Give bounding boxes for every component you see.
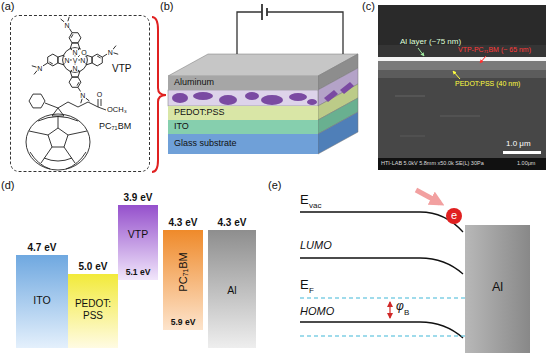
panel-label: (a) bbox=[1, 1, 14, 12]
layer-name: PEDOT:PSS bbox=[174, 108, 225, 118]
sem-image bbox=[378, 5, 546, 170]
layer: PEDOT:PSS bbox=[168, 106, 318, 120]
energy-value: 5.9 eV bbox=[163, 318, 203, 327]
material-name: Al bbox=[208, 285, 256, 297]
sem-info: 1.00μm bbox=[517, 161, 535, 167]
atom-label: O bbox=[81, 49, 87, 56]
bracket bbox=[152, 17, 166, 172]
energy-value: 5.1 eV bbox=[118, 268, 158, 277]
atom-label: V bbox=[72, 57, 78, 64]
material-name: VTP bbox=[118, 229, 158, 240]
battery-symbol bbox=[262, 4, 267, 20]
level-subscript: F bbox=[309, 287, 314, 295]
layer: ITO bbox=[168, 120, 318, 134]
scale-bar-label: 1.0 μm bbox=[506, 140, 531, 148]
band-diagram bbox=[300, 190, 465, 338]
layer-name: Glass substrate bbox=[174, 139, 237, 149]
energy-value: 4.7 eV bbox=[4, 242, 80, 253]
material-name: PEDOT: PSS bbox=[70, 298, 116, 321]
energy-bar: 4.3 eVPC₇₁BM5.9 eV bbox=[163, 230, 203, 330]
energy-bar: 3.9 eVVTP5.1 eV bbox=[118, 205, 158, 280]
panel-label: (e) bbox=[268, 180, 281, 191]
barrier-symbol: φ bbox=[396, 300, 404, 312]
panel-label: (b) bbox=[160, 1, 173, 12]
level-symbol: E bbox=[300, 193, 309, 206]
energy-value: 3.9 eV bbox=[106, 192, 170, 203]
energy-value: 4.3 eV bbox=[196, 217, 268, 228]
sem-info: HTI-LAB 5.0kV 5.8mm x50.0k SE(L) 30Pa bbox=[381, 161, 484, 167]
material-name: ITO bbox=[16, 295, 68, 307]
atom-label: N bbox=[64, 21, 70, 28]
molecule-name: PC₇₁BM bbox=[99, 122, 131, 132]
level-subscript: vac bbox=[309, 202, 321, 210]
atom-label: N bbox=[72, 49, 78, 56]
sem-annotation: PEDOT:PSS (40 nm) bbox=[455, 80, 520, 87]
level-symbol: E bbox=[300, 278, 309, 291]
atom-label: N bbox=[80, 57, 86, 64]
device-stack bbox=[168, 54, 358, 154]
circuit-wire bbox=[237, 12, 343, 54]
material-name: PC₇₁BM bbox=[177, 252, 189, 291]
molecule-name: VTP bbox=[112, 63, 131, 74]
sem-annotation: Al layer (~75 nm) bbox=[400, 38, 461, 46]
electron-symbol: e bbox=[446, 209, 462, 222]
layer: Glass substrate bbox=[168, 134, 318, 154]
atom-label: O bbox=[96, 91, 102, 98]
sem-annotation: VTP-PC₇₁BM (~ 65 nm) bbox=[458, 46, 531, 53]
vtp-structure bbox=[32, 17, 118, 103]
energy-value: 4.3 eV bbox=[151, 217, 215, 228]
atom-label: OCH₃ bbox=[107, 106, 127, 114]
material-name: Al bbox=[465, 281, 530, 295]
metal-block: Al bbox=[465, 225, 530, 353]
atom-label: N bbox=[37, 64, 43, 71]
energy-bar: 4.3 eVAl bbox=[208, 230, 256, 348]
layer-name: ITO bbox=[174, 122, 189, 132]
panel-label: (d) bbox=[1, 180, 14, 191]
energy-bar: 5.0 eVPEDOT: PSS bbox=[68, 274, 118, 348]
level-subscript: B bbox=[404, 309, 409, 317]
layer: Aluminum bbox=[168, 76, 318, 90]
energy-bar: 4.7 eVITO bbox=[16, 255, 68, 348]
layer-name: Aluminum bbox=[174, 78, 214, 88]
panel-label: (c) bbox=[362, 1, 375, 12]
atom-label: N bbox=[64, 57, 70, 64]
level-name: HOMO bbox=[300, 306, 334, 317]
electron: e bbox=[446, 208, 462, 224]
atom-label: N bbox=[107, 49, 113, 56]
level-name: LUMO bbox=[300, 240, 332, 251]
pcbm-structure bbox=[26, 94, 106, 170]
atom-label: N bbox=[80, 92, 86, 99]
atom-label: N bbox=[72, 64, 78, 71]
